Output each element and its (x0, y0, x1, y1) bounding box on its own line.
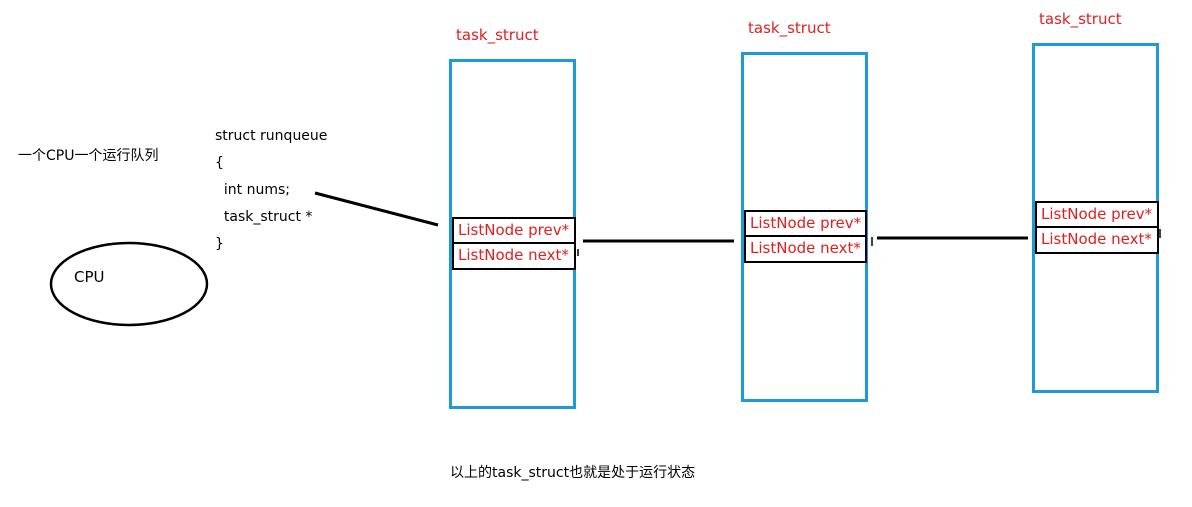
runqueue-line-3: int nums; (215, 182, 290, 198)
cpu-label: CPU (74, 268, 105, 286)
task-2-prev-field: ListNode prev* (744, 210, 867, 237)
cpu-ellipse (49, 241, 209, 327)
task-1-prev-field: ListNode prev* (452, 217, 576, 244)
running-state-caption: 以上的task_struct也就是处于运行状态 (450, 465, 696, 481)
task-3-prev-field: ListNode prev* (1035, 201, 1159, 228)
runqueue-pointer-line (314, 191, 439, 227)
task-struct-title-1: task_struct (456, 26, 539, 44)
runqueue-line-1: struct runqueue (215, 128, 328, 144)
cpu-runqueue-note: 一个CPU一个运行队列 (18, 148, 159, 164)
runqueue-line-5: } (215, 236, 224, 252)
task-struct-title-3: task_struct (1039, 10, 1122, 28)
task-2-next-field: ListNode next* (744, 235, 867, 263)
task-3-next-field: ListNode next* (1035, 226, 1159, 254)
runqueue-line-2: { (215, 155, 224, 171)
task-struct-title-2: task_struct (748, 19, 831, 37)
runqueue-line-4: task_struct * (215, 209, 313, 225)
task-1-next-field: ListNode next* (452, 242, 576, 270)
